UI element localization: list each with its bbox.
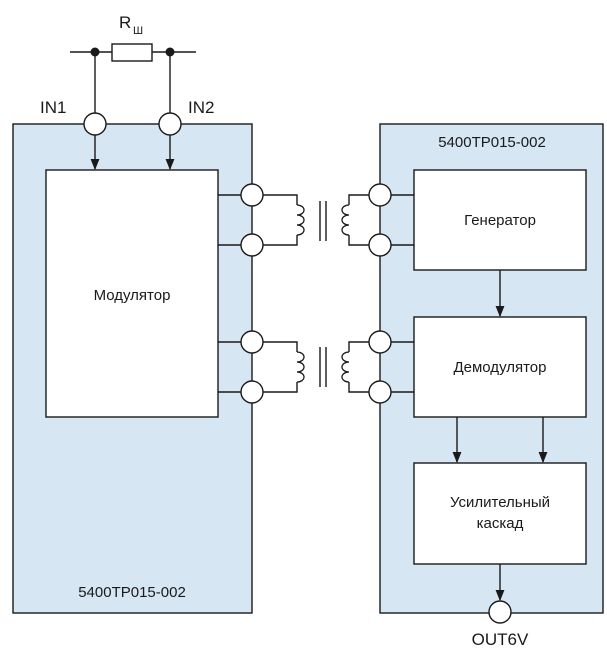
amplifier-label-line2: каскад [477,515,524,532]
output-label: OUT6V [472,630,529,649]
shunt-resistor-group: R Ш [70,13,196,62]
amplifier-label-line1: Усилительный [450,494,550,511]
amplifier-block [413,462,587,565]
pin-in2 [158,112,182,136]
generator-label: Генератор [464,212,536,229]
resistor-subscript: Ш [133,25,143,37]
resistor-label: R [119,13,131,32]
demodulator-block [413,316,587,418]
in1-label: IN1 [40,98,66,117]
demodulator-label: Демодулятор [453,359,546,376]
right-chip-name: 5400TP015-002 [438,134,546,151]
left-pin-4 [240,380,264,404]
left-chip-name: 5400TP015-002 [78,584,186,601]
left-pin-2 [240,233,264,257]
transformer-top [263,194,369,246]
right-pin-4 [368,380,392,404]
left-transformer-pins [218,183,264,404]
transformer-bottom [263,341,369,393]
right-transformer-pins [368,183,414,404]
modulator-label: Модулятор [94,287,171,304]
pin-in1 [83,112,107,136]
right-pin-1 [368,183,392,207]
left-pin-3 [240,330,264,354]
left-pin-1 [240,183,264,207]
shunt-resistor [111,43,153,62]
right-pin-3 [368,330,392,354]
pin-out [488,600,512,624]
right-pin-2 [368,233,392,257]
in2-label: IN2 [188,98,214,117]
modulator-block [45,169,219,418]
generator-block [413,169,587,271]
